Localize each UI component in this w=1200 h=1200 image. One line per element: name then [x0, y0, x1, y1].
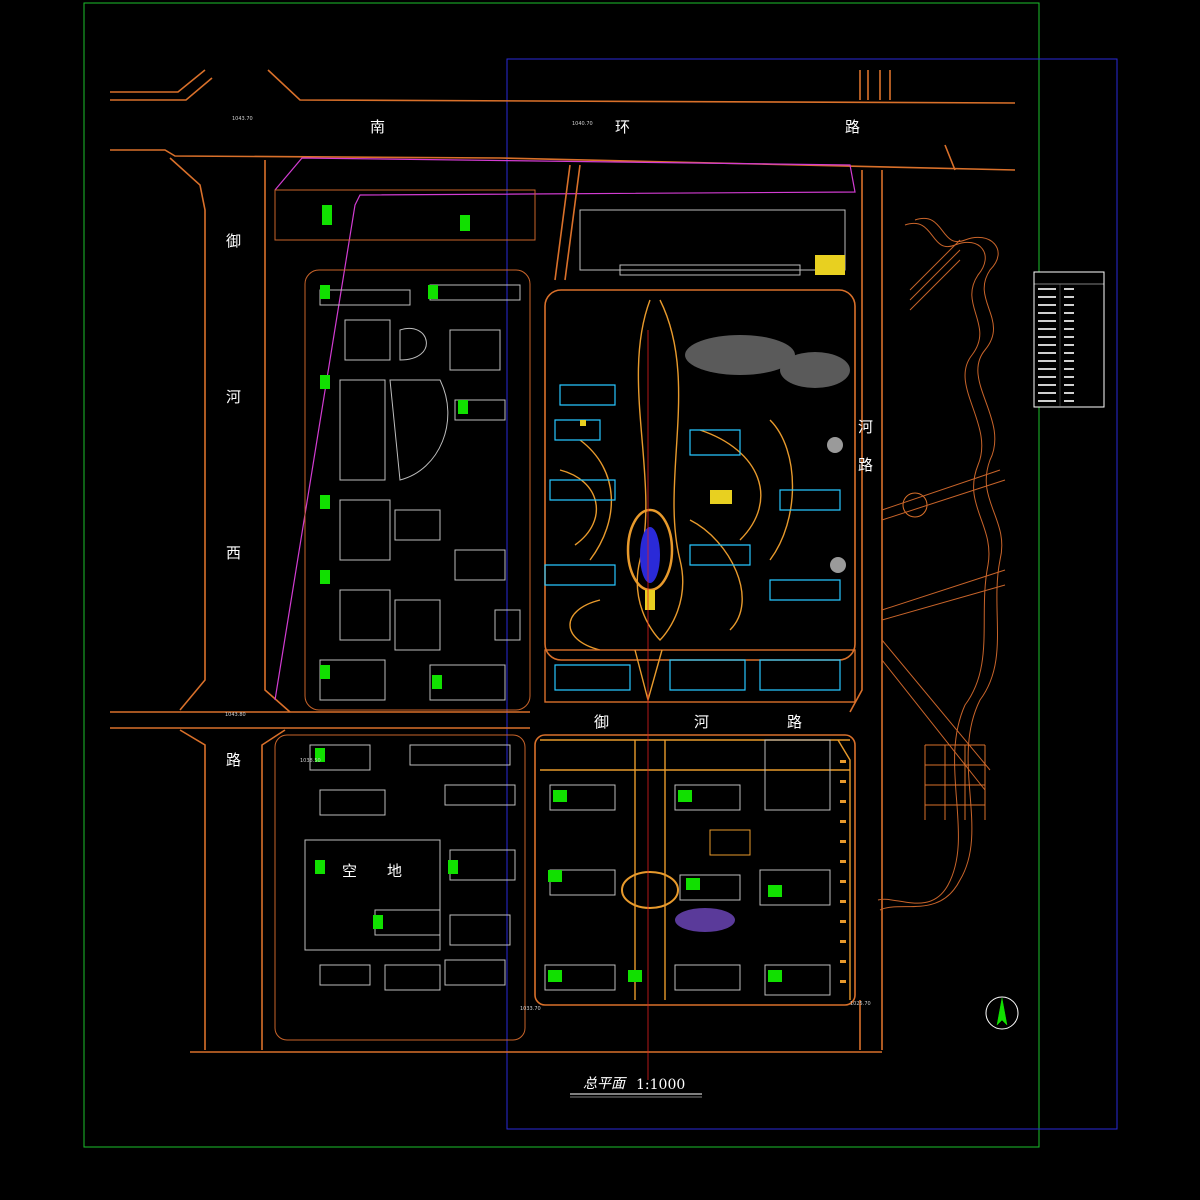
drawing-title: 总平面 [583, 1076, 627, 1092]
road-name-north-1: 南 [370, 118, 385, 136]
road-name-west-2: 河 [226, 388, 241, 406]
elevation-bottom-right: 1025.70 [850, 1001, 871, 1007]
south-residential-district [534, 734, 856, 1006]
building-tags [315, 205, 782, 982]
road-name-east-2: 路 [858, 456, 873, 474]
drawing-scale: 1:1000 [636, 1077, 685, 1093]
road-name-inner-2: 河 [694, 713, 709, 731]
west-road [110, 157, 530, 1050]
central-row [544, 649, 856, 703]
road-name-west-1: 御 [226, 232, 241, 250]
southwest-block [274, 734, 526, 1041]
north-arrow-icon [985, 996, 1019, 1030]
road-name-west-4: 路 [226, 751, 241, 769]
plot-label-1: 空 [342, 862, 357, 880]
site-boundary [274, 157, 856, 701]
elevation-sw: 1038.50 [300, 758, 321, 764]
northwest-block [274, 189, 536, 711]
road-name-north-2: 环 [615, 118, 630, 136]
north-residential-district [544, 289, 856, 661]
east-road [190, 170, 883, 1053]
road-name-inner-1: 御 [594, 713, 609, 731]
road-name-inner-3: 路 [787, 713, 802, 731]
road-name-west-3: 西 [226, 544, 241, 562]
elevation-north-mid: 1040.70 [572, 121, 593, 127]
sheet-frame-green [83, 2, 1040, 1148]
north-entry-zone [554, 164, 846, 281]
elevation-west-mid: 1043.80 [225, 712, 246, 718]
elevation-bottom-left: 1033.70 [520, 1006, 541, 1012]
road-name-east-1: 河 [858, 418, 873, 436]
plot-label-2: 地 [387, 862, 402, 880]
elevation-nw: 1043.70 [232, 116, 253, 122]
north-ring-road [110, 69, 1016, 171]
viewport-frame-blue [506, 58, 1118, 1130]
road-name-north-3: 路 [845, 118, 860, 136]
east-landscape [877, 217, 1006, 911]
legend-table [1033, 271, 1105, 408]
